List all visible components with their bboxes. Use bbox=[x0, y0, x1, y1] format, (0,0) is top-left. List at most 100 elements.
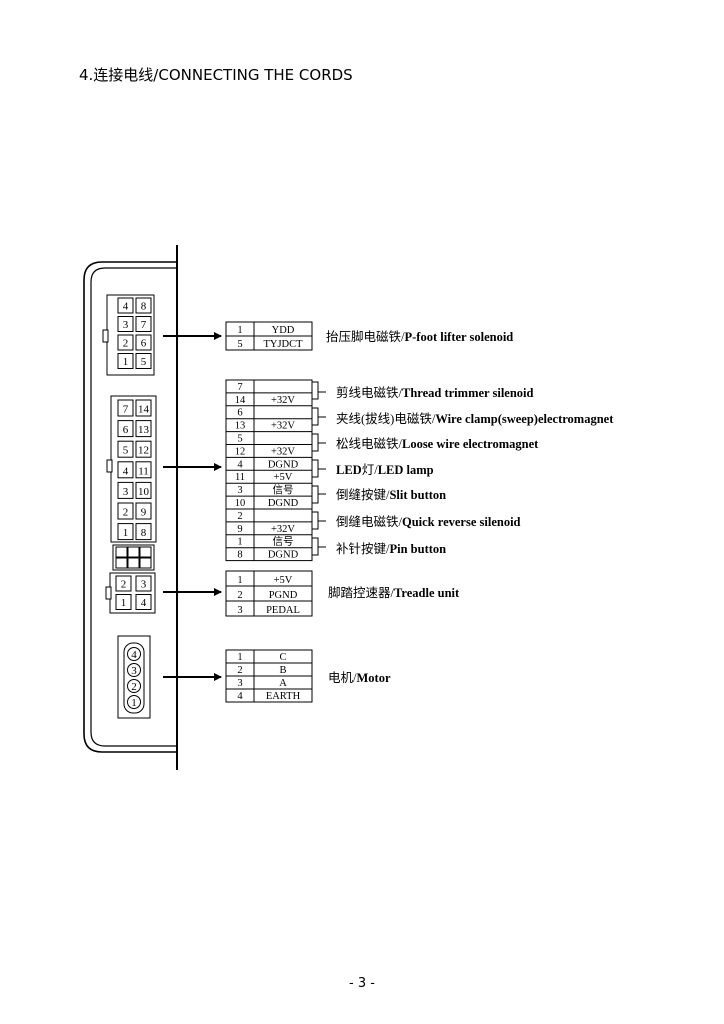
table-cell-pin: 3 bbox=[237, 605, 242, 616]
pin-number: 4 bbox=[131, 649, 137, 661]
pin-number: 3 bbox=[141, 579, 147, 591]
controller-housing bbox=[83, 245, 178, 770]
component-label: 松线电磁铁/Loose wire electromagnet bbox=[336, 436, 539, 451]
table-cell-pin: 3 bbox=[237, 678, 242, 689]
component-label: 补针按键/Pin button bbox=[336, 541, 446, 556]
table-row: 5 bbox=[226, 431, 312, 445]
table-cell-signal: +5V bbox=[274, 472, 293, 483]
table-cell-pin: 4 bbox=[237, 459, 243, 470]
table-cell-signal: PGND bbox=[269, 590, 298, 601]
table-cell-pin: 5 bbox=[237, 434, 242, 445]
table-cell-signal: 信号 bbox=[273, 484, 294, 496]
table-cell-pin: 12 bbox=[235, 446, 246, 457]
pin-cell: 3 bbox=[117, 481, 134, 499]
component-label: LED灯/LED lamp bbox=[336, 463, 434, 477]
pin-cell: 2 bbox=[115, 575, 132, 592]
pin-number: 8 bbox=[141, 527, 147, 539]
table-cell-pin: 2 bbox=[237, 665, 242, 676]
table-cell-pin: 5 bbox=[237, 339, 242, 350]
pin-number: 2 bbox=[123, 507, 129, 519]
label-en: Pin button bbox=[389, 542, 446, 556]
label-cn: 脚踏控速器/ bbox=[328, 585, 395, 600]
label-en: Quick reverse silenoid bbox=[402, 515, 521, 529]
pin-cell: 6 bbox=[117, 420, 134, 438]
pin-cell: 1 bbox=[115, 594, 132, 610]
table-cell-pin: 2 bbox=[237, 511, 242, 522]
table-cell-pin: 3 bbox=[237, 485, 242, 496]
component-label: 抬压脚电磁铁/P-foot lifter solenoid bbox=[326, 329, 513, 344]
table-cell-signal: A bbox=[279, 678, 287, 689]
pin-number: 4 bbox=[123, 465, 129, 477]
table-row: 1 +5V bbox=[237, 575, 292, 586]
pin-cell: 12 bbox=[135, 440, 152, 458]
pin-cell: 4 bbox=[117, 461, 134, 479]
pin-number: 1 bbox=[123, 356, 129, 368]
pin-number: 6 bbox=[123, 424, 129, 436]
component-label: 夹线(拔线)电磁铁/Wire clamp(sweep)electromagnet bbox=[336, 411, 614, 426]
table-cell-signal: +32V bbox=[271, 446, 295, 457]
table-cell-signal: +32V bbox=[271, 524, 295, 535]
table-cell-pin: 8 bbox=[237, 550, 242, 561]
pin-cell: 2 bbox=[127, 679, 141, 693]
pin-cell: 11 bbox=[135, 461, 152, 479]
table-cell-signal: YDD bbox=[272, 325, 295, 336]
table-row: 7 bbox=[237, 382, 242, 393]
table-cell-signal: DGND bbox=[268, 498, 299, 509]
table-cell-signal: EARTH bbox=[266, 691, 301, 702]
pin-cell: 2 bbox=[117, 334, 134, 351]
pin-number: 7 bbox=[141, 319, 147, 331]
pin-number: 2 bbox=[131, 681, 137, 693]
label-en: Treadle unit bbox=[394, 586, 460, 600]
table-cell-pin: 10 bbox=[235, 498, 246, 509]
pin-number: 8 bbox=[141, 301, 147, 313]
pin-cell: 5 bbox=[117, 440, 134, 458]
table-cell-pin: 9 bbox=[237, 524, 242, 535]
label-en: LED lamp bbox=[378, 463, 434, 477]
pin-number: 1 bbox=[131, 697, 137, 709]
pin-number: 13 bbox=[138, 424, 150, 436]
table-cell-signal: +5V bbox=[274, 575, 293, 586]
component-label: 脚踏控速器/Treadle unit bbox=[328, 585, 460, 600]
table-cell-signal: +32V bbox=[271, 395, 295, 406]
table-cell-pin: 14 bbox=[235, 395, 246, 406]
pin-cell: 14 bbox=[135, 399, 152, 417]
pin-cell: 10 bbox=[135, 481, 152, 499]
pin-cell: 4 bbox=[117, 297, 134, 314]
table-cell-pin: 1 bbox=[237, 575, 242, 586]
table-row: 13+32V bbox=[226, 418, 312, 432]
table-cell-pin: 11 bbox=[235, 472, 245, 483]
table-cell-signal: C bbox=[279, 652, 286, 663]
pin-cell: 3 bbox=[135, 575, 152, 592]
label-en: Loose wire electromagnet bbox=[402, 437, 539, 451]
pin-cell: 8 bbox=[135, 523, 152, 541]
table-cell-pin: 2 bbox=[237, 590, 242, 601]
label-en: P-foot lifter solenoid bbox=[404, 330, 513, 344]
pin-cell: 8 bbox=[135, 297, 152, 314]
label-cn: 电机/ bbox=[328, 671, 357, 685]
pin-cell: 1 bbox=[127, 695, 141, 709]
label-cn: 剪线电磁铁/ bbox=[336, 385, 403, 400]
arrows bbox=[163, 332, 222, 681]
pin-number: 9 bbox=[141, 507, 147, 519]
pin-number: 12 bbox=[138, 445, 149, 457]
table-row: 3 信号 bbox=[226, 482, 312, 496]
pin-cell: 9 bbox=[135, 502, 152, 520]
table-row: 6 bbox=[226, 405, 312, 419]
label-cn: 松线电磁铁/ bbox=[336, 436, 403, 451]
label-cn: 倒缝按键/ bbox=[336, 487, 390, 502]
table-cell-signal: DGND bbox=[268, 550, 299, 561]
table-row: 2 PGND bbox=[226, 585, 312, 601]
label-prefix: LED bbox=[336, 463, 362, 477]
table-cell-pin: 1 bbox=[237, 652, 242, 663]
label-en: Thread trimmer silenoid bbox=[402, 386, 534, 400]
pin-number: 11 bbox=[138, 465, 149, 477]
pin-cell: 6 bbox=[135, 334, 152, 351]
